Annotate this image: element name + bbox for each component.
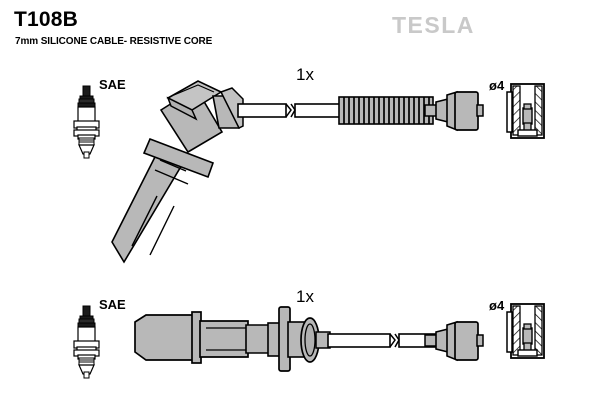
cable-run [237,103,341,118]
upper-assembly-group [73,80,545,264]
coil-end-boot [424,320,484,362]
corrugated-heat-sleeve [338,96,434,125]
angled-boot [111,80,244,264]
lower-assembly-group [73,303,545,379]
flange-disc-pair [267,306,331,372]
quantity-label-lower: 1x [296,287,314,306]
cable-run [327,333,438,348]
part-description: 7mm SILICONE CABLE- RESISTIVE CORE [15,36,213,47]
cable-break-symbol [285,103,296,118]
page-title: T108B [14,8,79,31]
sae-label-upper: SAE [99,77,126,92]
brand-logo: TESLA [392,12,475,38]
cable-break-symbol [389,333,400,348]
spark-plug-icon [73,305,100,379]
diameter-label-upper: ø4 [489,78,505,93]
spark-plug-icon [73,85,100,159]
diameter-label-lower: ø4 [489,298,505,313]
quantity-label-upper: 1x [296,65,314,84]
straight-boot [134,311,271,364]
terminal-cup-section [506,303,545,359]
terminal-cup-section [506,83,545,139]
coil-end-boot [424,90,484,132]
sae-label-lower: SAE [99,297,126,312]
